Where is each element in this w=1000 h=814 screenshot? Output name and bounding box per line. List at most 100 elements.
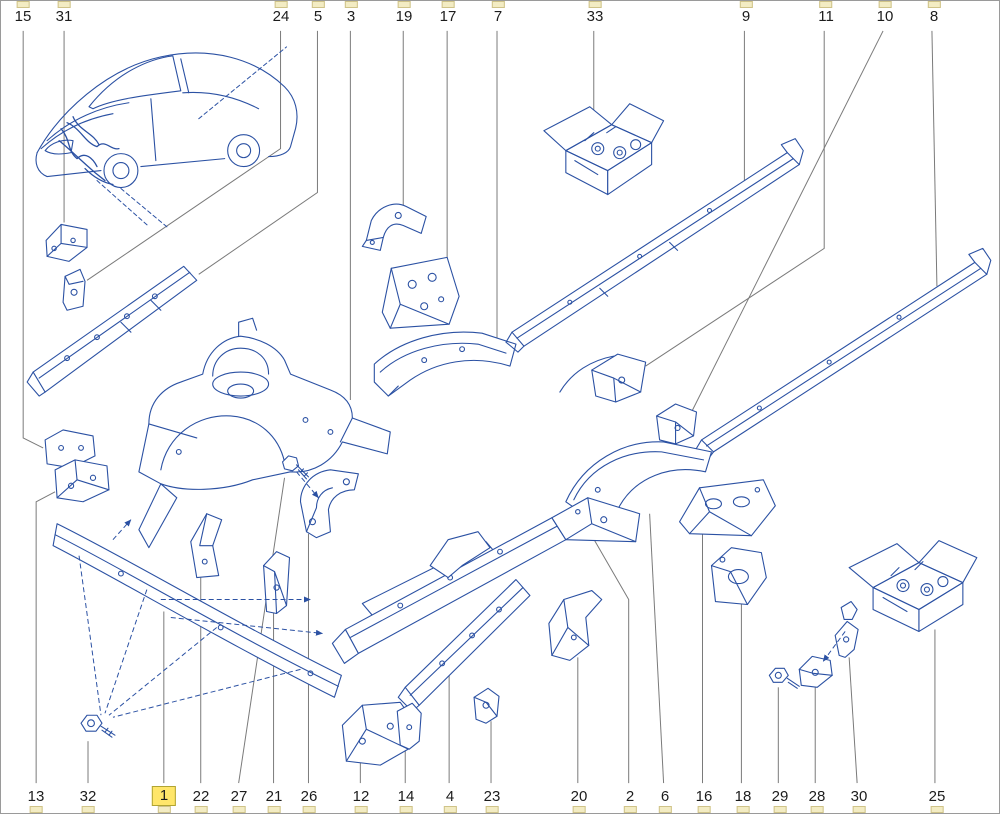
part-25-hardware-kit: [848, 540, 978, 632]
callout-3[interactable]: 3: [343, 1, 359, 26]
callout-22[interactable]: 22: [189, 788, 214, 813]
part-16-reinforcement-plate: [679, 479, 776, 537]
callout-tick: [697, 806, 711, 813]
callout-26[interactable]: 26: [297, 788, 322, 813]
callout-18[interactable]: 18: [731, 788, 756, 813]
callout-number: 24: [272, 8, 290, 25]
part-3-wheelhouse-assembly: [138, 317, 391, 549]
callout-number: 16: [695, 788, 713, 805]
callout-tick: [441, 1, 455, 8]
part-10-closure: [656, 403, 698, 445]
callout-21[interactable]: 21: [262, 788, 287, 813]
part-11-closure: [559, 353, 647, 403]
callout-tick: [736, 806, 750, 813]
part-26-bracket: [299, 469, 359, 539]
callout-tick: [658, 806, 672, 813]
callout-8[interactable]: 8: [926, 1, 942, 26]
callout-9[interactable]: 9: [738, 1, 754, 26]
callout-tick: [397, 1, 411, 8]
callout-23[interactable]: 23: [480, 788, 505, 813]
callout-7[interactable]: 7: [490, 1, 506, 26]
callout-tick: [930, 806, 944, 813]
callout-10[interactable]: 10: [873, 1, 898, 26]
callout-15[interactable]: 15: [11, 1, 36, 26]
callout-24[interactable]: 24: [269, 1, 294, 26]
callout-tick: [773, 806, 787, 813]
callout-number: 5: [313, 8, 323, 25]
callout-tick: [267, 806, 281, 813]
car-overview-sketch: [35, 46, 298, 229]
callout-17[interactable]: 17: [436, 1, 461, 26]
callout-number: 10: [876, 8, 894, 25]
part-8-sill-member: [694, 247, 992, 461]
callout-19[interactable]: 19: [392, 1, 417, 26]
callout-tick: [810, 806, 824, 813]
callout-number: 6: [660, 788, 670, 805]
callout-30[interactable]: 30: [847, 788, 872, 813]
callout-number: 1: [151, 786, 177, 806]
part-24-bracket: [62, 268, 86, 311]
callout-tick: [878, 1, 892, 8]
callout-11[interactable]: 11: [814, 1, 838, 26]
callout-tick: [311, 1, 325, 8]
callout-12[interactable]: 12: [349, 788, 374, 813]
callout-number: 28: [808, 788, 826, 805]
callout-29[interactable]: 29: [768, 788, 793, 813]
callout-number: 11: [818, 8, 834, 25]
callout-28[interactable]: 28: [805, 788, 830, 813]
part-5-upper-side-member: [26, 265, 198, 397]
callout-number: 13: [27, 788, 45, 805]
callout-tick: [485, 806, 499, 813]
callout-tick: [588, 1, 602, 8]
callout-number: 12: [352, 788, 370, 805]
leader-lines: [22, 30, 938, 784]
callout-tick: [274, 1, 288, 8]
callout-number: 23: [483, 788, 501, 805]
callout-tick: [302, 806, 316, 813]
part-20-support: [548, 589, 603, 661]
callout-number: 26: [300, 788, 318, 805]
callout-tick: [344, 1, 358, 8]
callout-27[interactable]: 27: [227, 788, 252, 813]
callout-25[interactable]: 25: [925, 788, 950, 813]
callout-tick: [16, 1, 30, 8]
callout-number: 29: [771, 788, 789, 805]
callout-2[interactable]: 2: [622, 788, 638, 813]
callout-tick: [354, 806, 368, 813]
callout-5[interactable]: 5: [310, 1, 326, 26]
callout-31[interactable]: 31: [52, 1, 77, 26]
callout-13[interactable]: 13: [24, 788, 49, 813]
callout-number: 31: [55, 8, 73, 25]
part-21-bracket: [263, 551, 291, 615]
callout-tick: [739, 1, 753, 8]
callout-tick: [81, 806, 95, 813]
callout-6[interactable]: 6: [657, 788, 673, 813]
part-27-bolt: [281, 455, 310, 480]
callout-number: 4: [445, 788, 455, 805]
part-23-bracket: [473, 687, 500, 724]
callout-number: 25: [928, 788, 946, 805]
callout-20[interactable]: 20: [567, 788, 592, 813]
part-12-bracket: [341, 701, 413, 766]
callout-tick: [194, 806, 208, 813]
callout-number: 2: [625, 788, 635, 805]
part-22-bracket: [190, 513, 223, 579]
part-7-extension: [373, 331, 517, 397]
part-9-sill-member: [505, 138, 804, 353]
callout-number: 9: [741, 8, 751, 25]
callout-16[interactable]: 16: [692, 788, 717, 813]
part-33-hardware-kit: [543, 103, 665, 196]
callout-number: 32: [79, 788, 97, 805]
callout-tick: [852, 806, 866, 813]
assembly-reference-lines: [78, 471, 846, 718]
callout-1-selected[interactable]: 1: [151, 786, 177, 813]
callout-tick: [443, 806, 457, 813]
callout-33[interactable]: 33: [583, 1, 608, 26]
callout-tick: [927, 1, 941, 8]
callout-tick: [232, 806, 246, 813]
part-17-bracket: [381, 256, 460, 329]
callout-32[interactable]: 32: [76, 788, 101, 813]
callout-14[interactable]: 14: [394, 788, 419, 813]
callout-4[interactable]: 4: [442, 788, 458, 813]
part-14-bracket: [396, 702, 422, 750]
